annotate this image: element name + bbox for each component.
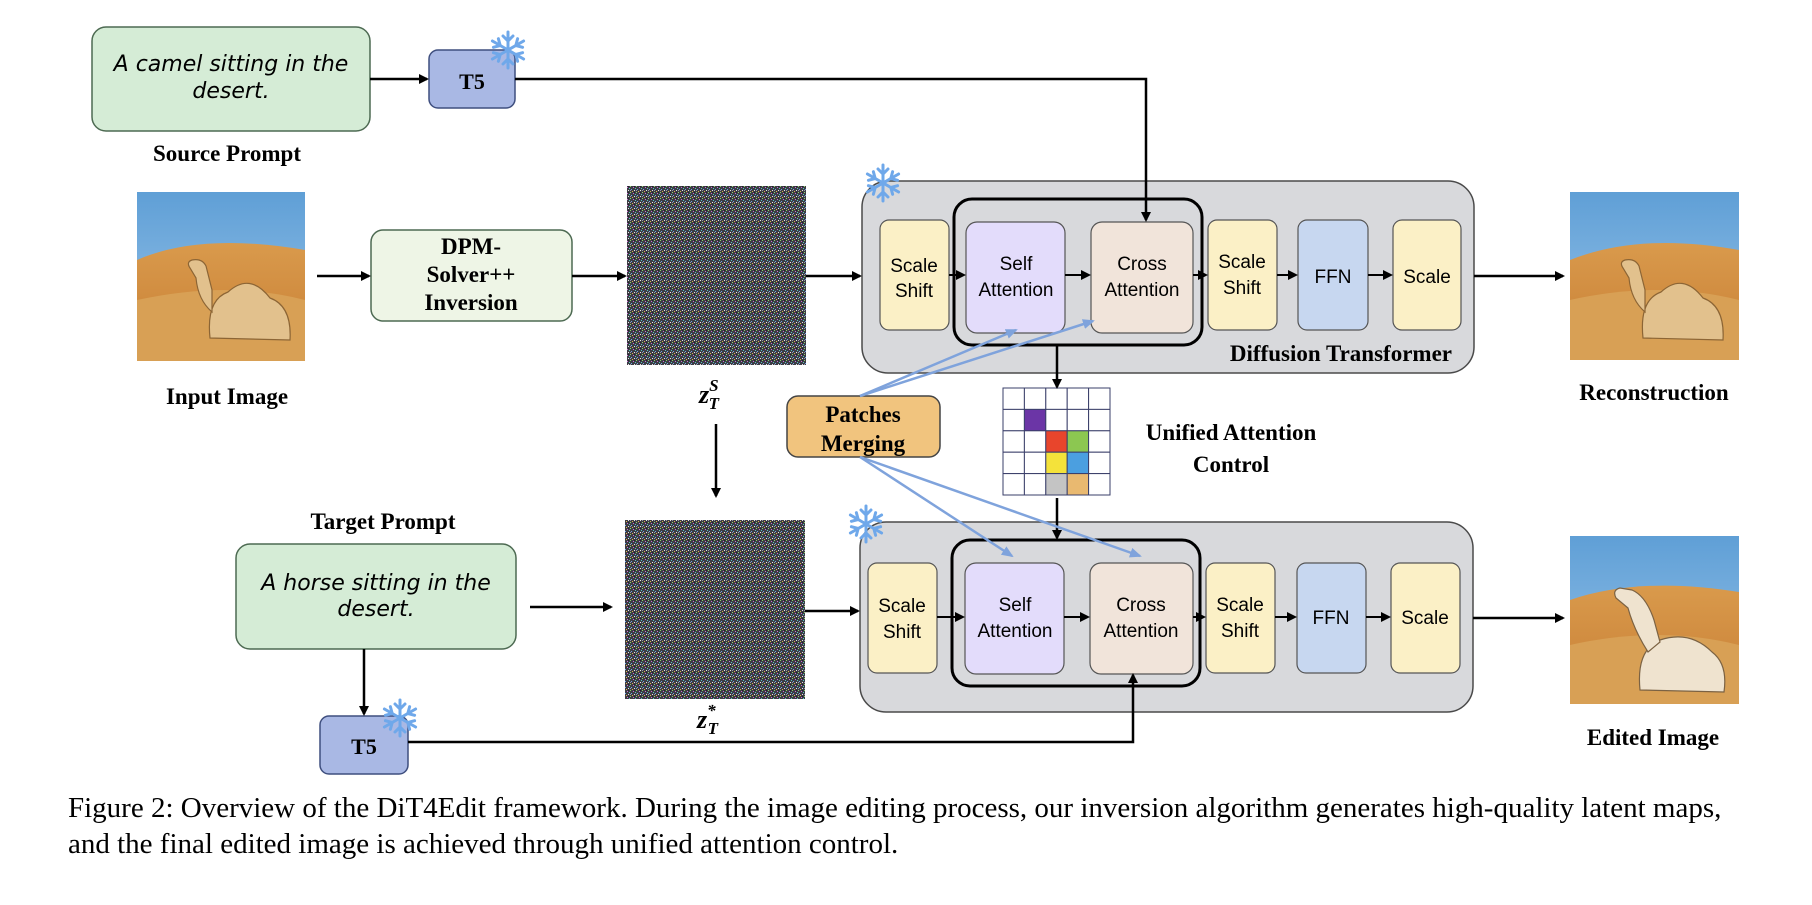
scale-shift-2-bottom-l2: Shift bbox=[1221, 621, 1260, 642]
self-attention-bottom-l1: Self bbox=[999, 595, 1032, 616]
source-prompt-line2: desert. bbox=[192, 79, 269, 104]
grid-cell bbox=[1066, 451, 1090, 475]
grid-cell bbox=[1066, 408, 1090, 432]
scale-shift-1-bottom-l2: Shift bbox=[883, 622, 922, 643]
diffusion-transformer-label: Diffusion Transformer bbox=[1230, 341, 1452, 366]
source-prompt-line1: A camel sitting in the bbox=[112, 52, 349, 77]
grid-cell bbox=[1088, 387, 1111, 410]
unified-attention-label-l1: Unified Attention bbox=[1146, 420, 1317, 445]
source-latent-noise bbox=[627, 186, 806, 365]
grid-cell bbox=[1002, 473, 1025, 496]
dpm-line2: Solver++ bbox=[427, 262, 516, 287]
scale-shift-2-top-l1: Scale bbox=[1218, 252, 1266, 273]
grid-cell bbox=[1023, 387, 1047, 410]
edited-image bbox=[1570, 536, 1739, 704]
grid-cell bbox=[1045, 451, 1068, 475]
grid-cell bbox=[1002, 408, 1025, 432]
cross-attention-bottom-l1: Cross bbox=[1116, 595, 1166, 616]
unified-attention-label-l2: Control bbox=[1193, 452, 1269, 477]
scale-top-label: Scale bbox=[1403, 267, 1451, 288]
t5-encoder-bottom bbox=[319, 715, 409, 775]
scale-shift-2-top bbox=[1207, 219, 1278, 331]
unified-attention-grid bbox=[1002, 387, 1111, 496]
grid-cell bbox=[1023, 473, 1047, 496]
target-prompt-box bbox=[235, 543, 517, 650]
cross-attention-bottom bbox=[1089, 562, 1194, 675]
grid-cell bbox=[1002, 451, 1025, 475]
self-attention-top-l1: Self bbox=[1000, 254, 1033, 275]
input-image-label: Input Image bbox=[166, 384, 288, 409]
grid-cell bbox=[1002, 387, 1025, 410]
ffn-bottom-label: FFN bbox=[1313, 608, 1350, 629]
scale-shift-2-bottom-l1: Scale bbox=[1216, 595, 1264, 616]
horse-shape bbox=[1614, 587, 1726, 693]
figure-caption: Figure 2: Overview of the DiT4Edit frame… bbox=[68, 792, 1722, 860]
blue-arrow-to-cross-attention-bottom bbox=[859, 455, 1142, 558]
grid-cell bbox=[1045, 387, 1068, 410]
grid-cell bbox=[1002, 430, 1025, 453]
scale-shift-1-top-l2: Shift bbox=[895, 281, 934, 302]
scale-bottom-label: Scale bbox=[1401, 608, 1449, 629]
grid-cell bbox=[1088, 408, 1111, 432]
scale-shift-1-bottom bbox=[867, 562, 938, 674]
grid-cell bbox=[1023, 408, 1047, 432]
grid-cell bbox=[1088, 451, 1111, 475]
source-prompt-label: Source Prompt bbox=[153, 141, 301, 166]
grid-cell bbox=[1045, 430, 1068, 453]
target-latent-noise bbox=[625, 520, 805, 699]
scale-shift-2-bottom bbox=[1205, 562, 1276, 674]
arrow-t5-to-cross-attention-bottom bbox=[408, 673, 1138, 744]
self-attention-bottom bbox=[964, 562, 1065, 675]
dpm-line1: DPM- bbox=[441, 234, 501, 259]
target-prompt-label: Target Prompt bbox=[310, 509, 455, 534]
target-prompt-line2: desert. bbox=[337, 597, 414, 622]
reconstruction-image bbox=[1570, 192, 1739, 360]
cross-attention-top-l2: Attention bbox=[1105, 280, 1180, 301]
grid-cell bbox=[1066, 430, 1090, 453]
patches-merging-l1: Patches bbox=[825, 402, 900, 427]
ffn-top-label: FFN bbox=[1315, 267, 1352, 288]
z-target-label: z*T bbox=[696, 701, 719, 738]
grid-cell bbox=[1066, 387, 1090, 410]
grid-cell bbox=[1088, 473, 1111, 496]
cross-attention-top bbox=[1090, 221, 1194, 334]
self-attention-top-l2: Attention bbox=[979, 280, 1054, 301]
blue-arrow-to-self-attention-bottom bbox=[859, 455, 1014, 558]
target-prompt-line1: A horse sitting in the bbox=[259, 571, 490, 596]
scale-shift-2-top-l2: Shift bbox=[1223, 278, 1262, 299]
grid-cell bbox=[1023, 430, 1047, 453]
self-attention-bottom-l2: Attention bbox=[978, 621, 1053, 642]
grid-cell bbox=[1045, 408, 1068, 432]
grid-cell bbox=[1045, 473, 1068, 496]
cross-attention-bottom-l2: Attention bbox=[1104, 621, 1179, 642]
dpm-line3: Inversion bbox=[424, 290, 518, 315]
cross-attention-top-l1: Cross bbox=[1117, 254, 1167, 275]
blue-arrow-to-cross-attention-top bbox=[859, 319, 1095, 398]
t5-label-bottom: T5 bbox=[351, 734, 377, 759]
reconstruction-label: Reconstruction bbox=[1579, 380, 1729, 405]
grid-cell bbox=[1088, 430, 1111, 453]
scale-bottom bbox=[1390, 562, 1461, 674]
scale-shift-1-top-l1: Scale bbox=[890, 256, 938, 277]
scale-shift-1-bottom-l1: Scale bbox=[878, 596, 926, 617]
blue-arrow-to-self-attention-top bbox=[859, 328, 1018, 398]
grid-cell bbox=[1066, 473, 1090, 496]
scale-top bbox=[1392, 219, 1462, 331]
grid-cell bbox=[1023, 451, 1047, 475]
self-attention-top bbox=[965, 221, 1066, 334]
input-image bbox=[137, 192, 305, 361]
edited-image-label: Edited Image bbox=[1587, 725, 1719, 750]
camel-shape bbox=[187, 259, 291, 341]
t5-label-top: T5 bbox=[459, 69, 485, 94]
patches-merging-l2: Merging bbox=[821, 431, 906, 456]
arrow-t5-to-cross-attention-top bbox=[515, 77, 1151, 222]
